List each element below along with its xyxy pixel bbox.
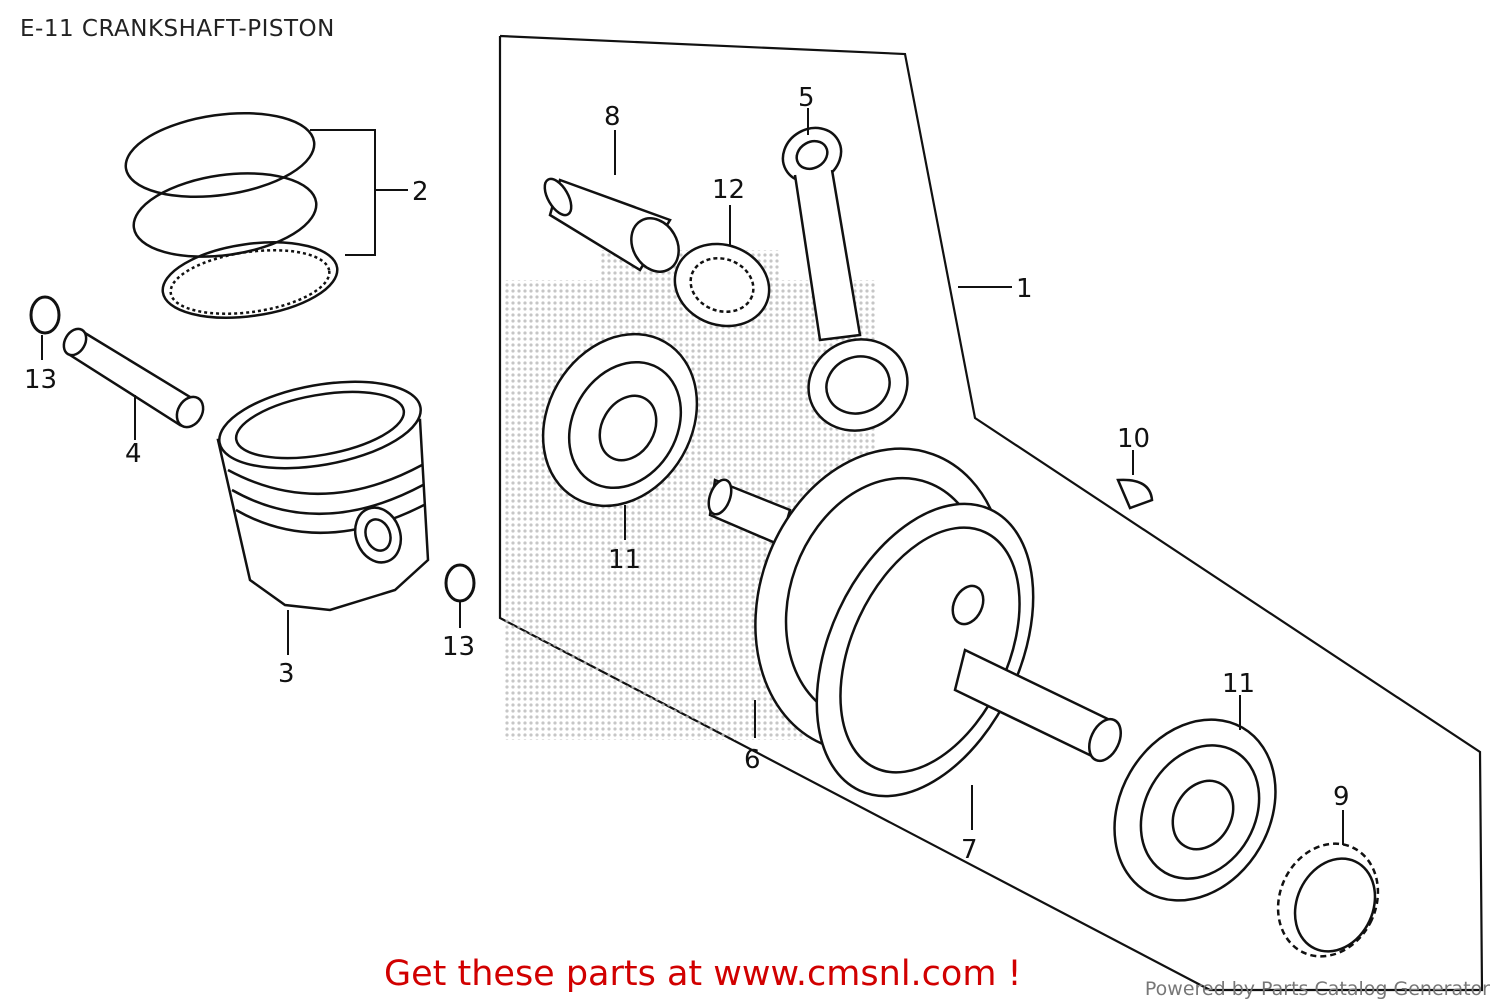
timing-gear [1276,842,1380,958]
circlip-left [29,295,61,335]
callout-11-left: 11 [608,545,641,575]
leader-2 [310,129,376,256]
callout-3: 3 [278,659,295,689]
callout-9: 9 [1333,782,1350,812]
page-title: E-11 CRANKSHAFT-PISTON [20,16,335,42]
piston-pin [62,327,205,429]
piston-rings [124,111,339,319]
callout-13-left: 13 [24,365,57,395]
woodruff-key [1116,478,1154,510]
callout-2: 2 [412,177,429,207]
callout-12: 12 [712,175,745,205]
powered-by-text: Powered by Parts Catalog Generator [1144,978,1490,1000]
piston [216,380,430,612]
callout-5: 5 [798,83,815,113]
needle-bearing [673,242,771,328]
callout-1: 1 [1016,274,1033,304]
callout-10: 10 [1117,424,1150,454]
callout-4: 4 [125,439,142,469]
connecting-rod [781,126,909,432]
bearing-left [541,332,699,508]
bearing-right [1113,718,1277,902]
callout-13-right: 13 [442,632,475,662]
callout-6: 6 [744,745,761,775]
circlip-right [444,563,476,603]
callout-11-right: 11 [1222,669,1255,699]
callout-7: 7 [961,835,978,865]
crank-pin [543,177,680,273]
crankshaft-right [815,502,1122,798]
callout-8: 8 [604,102,621,132]
promo-link[interactable]: Get these parts at www.cmsnl.com ! [384,954,1022,994]
